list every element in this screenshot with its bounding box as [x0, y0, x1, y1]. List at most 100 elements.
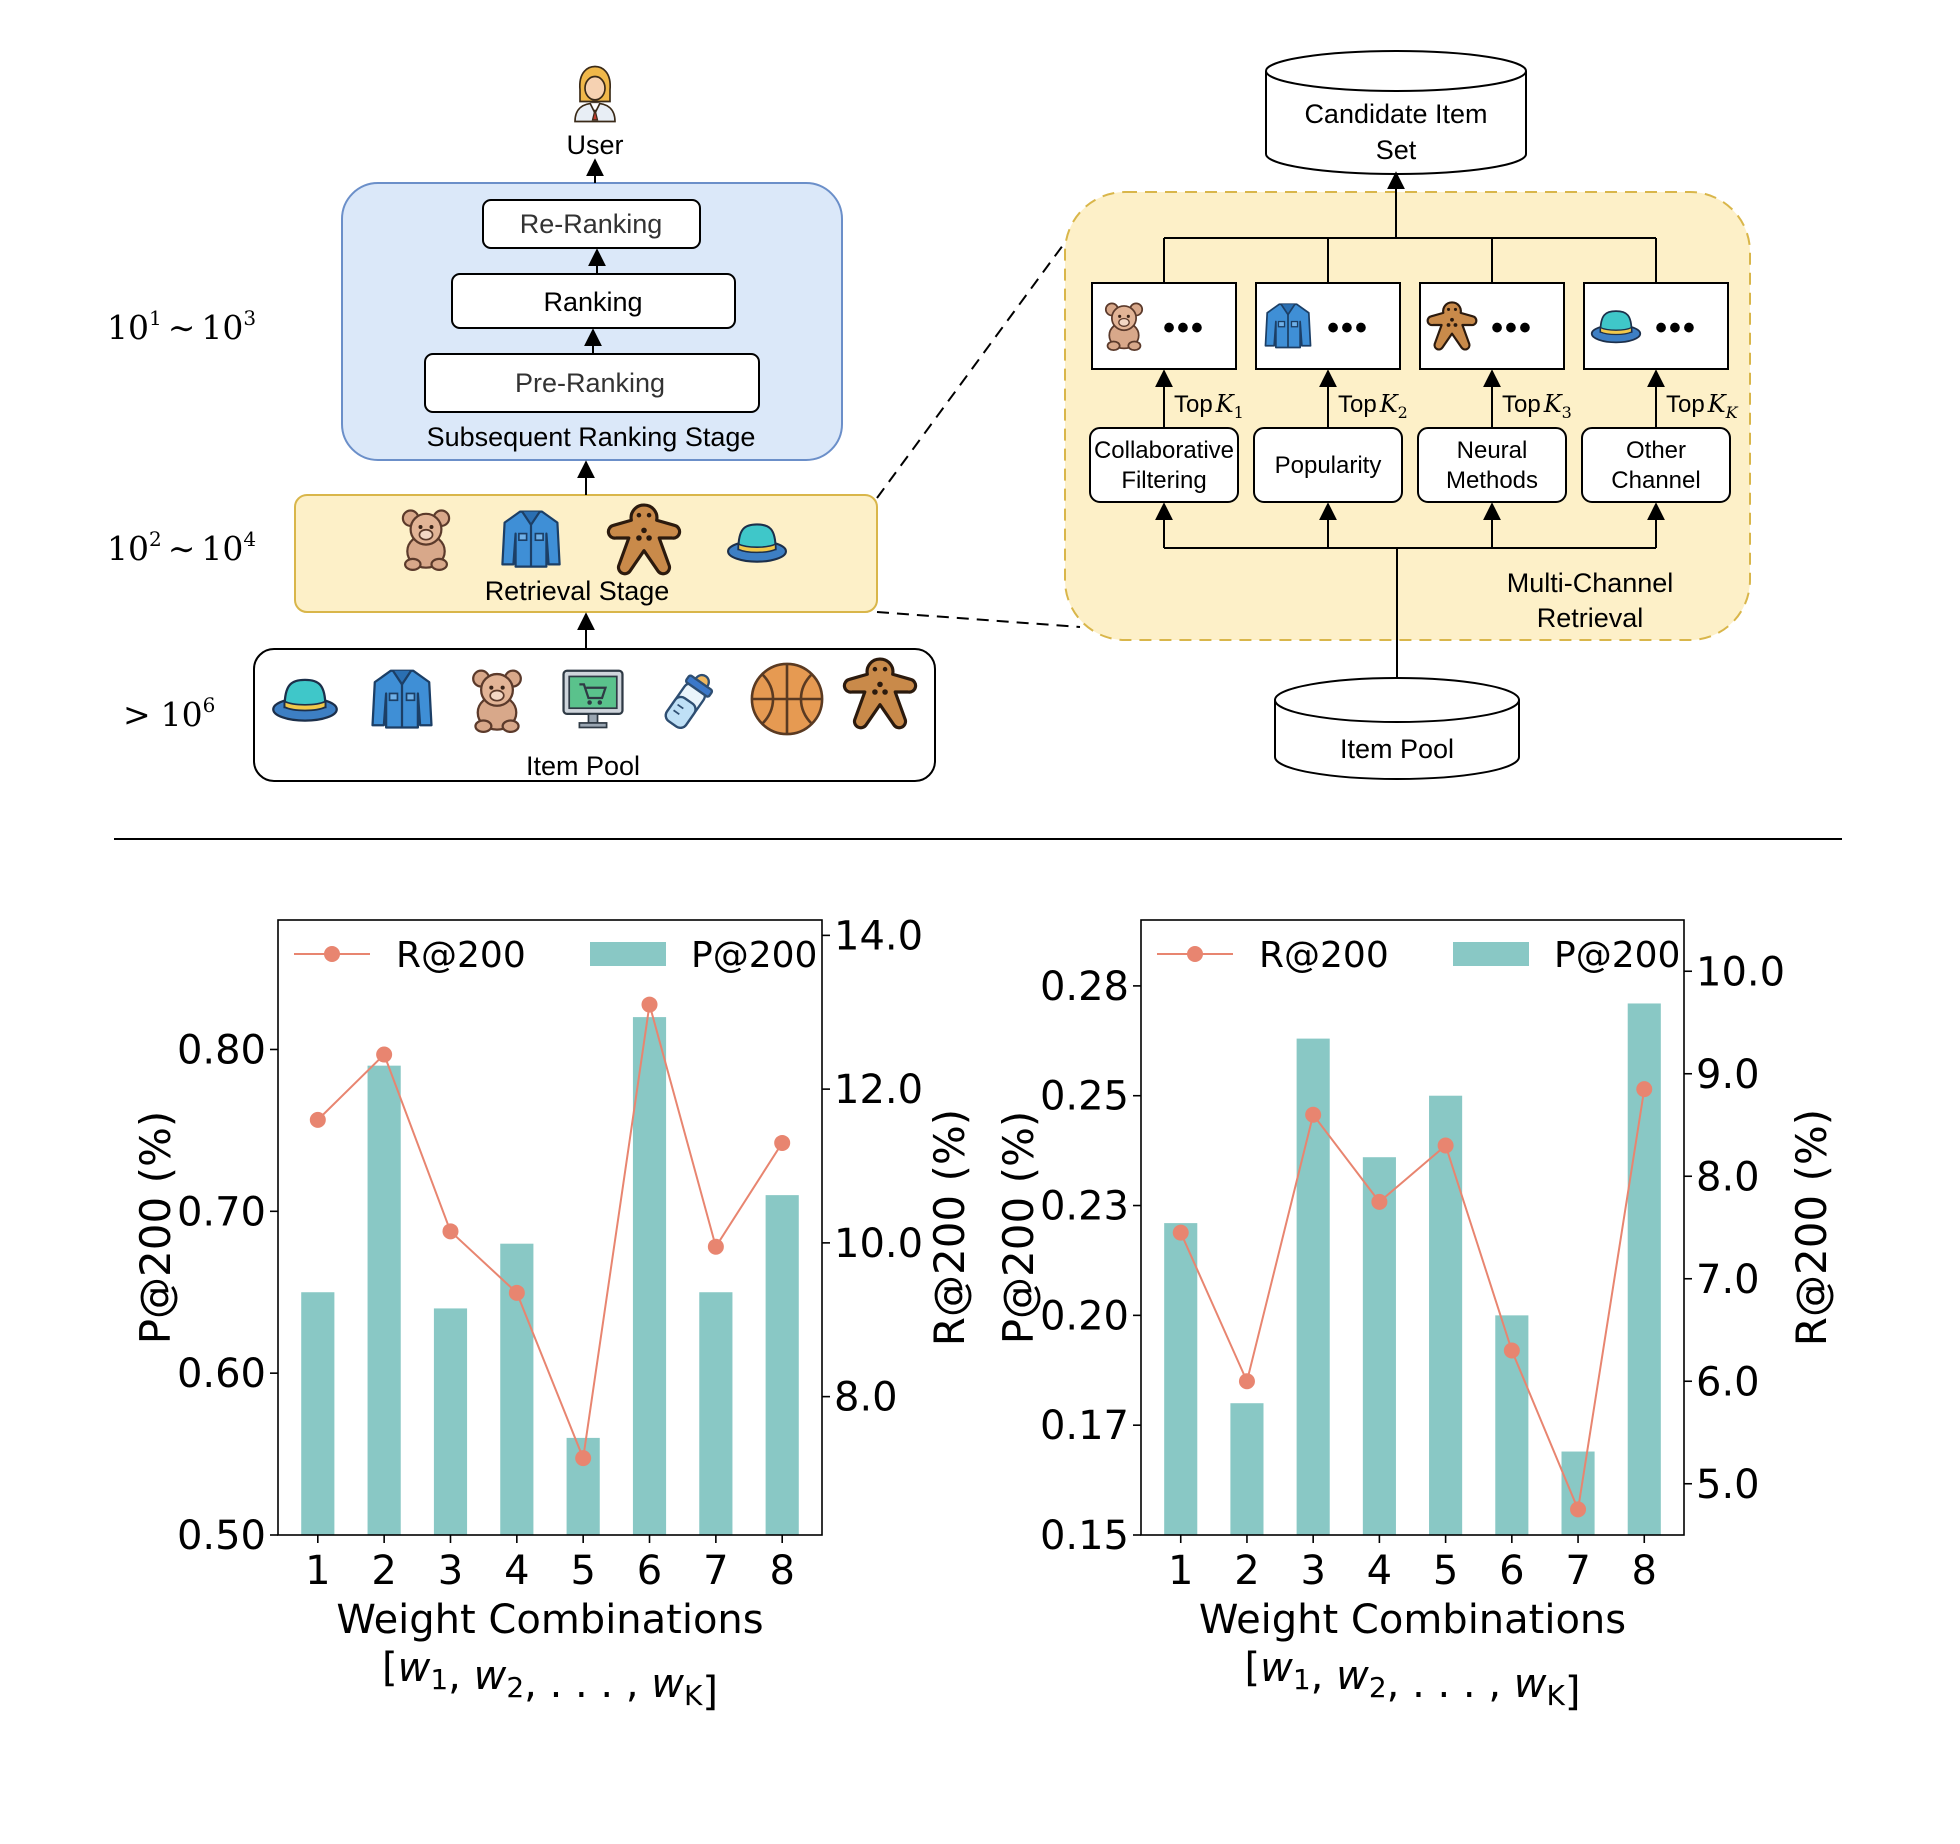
ytick-right-label: 7.0 [1696, 1257, 1760, 1303]
series-line [1179, 1088, 1646, 1514]
ytick-right-label: 5.0 [1696, 1462, 1760, 1508]
item-pool-cylinder-label: Item Pool [1340, 734, 1454, 764]
line-point [641, 996, 658, 1013]
channel-box [1253, 427, 1403, 503]
bar [433, 1308, 468, 1535]
ytick-right-label: 8.0 [834, 1375, 898, 1421]
plot-frame [277, 919, 823, 1536]
ytick-label: 0.70 [177, 1189, 266, 1235]
channel-label-line2: Filtering [1121, 467, 1206, 494]
y-axis-label: P@200 (%) [131, 1111, 180, 1345]
line-point [774, 1134, 791, 1151]
user-icon [573, 65, 617, 123]
channel-connectors [1155, 171, 1665, 678]
ellipsis-text: ••• [1327, 309, 1369, 347]
xtick-label: 2 [1234, 1548, 1259, 1594]
ellipsis-text: ••• [1655, 309, 1697, 347]
denim-jacket-icon [371, 669, 433, 729]
line-point [1570, 1501, 1587, 1518]
ranking-scale-label: 101∼103 [107, 306, 256, 347]
x-axis-label: Weight Combinations [1199, 1597, 1626, 1643]
ytick-right-label: 8.0 [1696, 1154, 1760, 1200]
ytick-right-label: 6.0 [1696, 1359, 1760, 1405]
ytick-label: 0.28 [1040, 964, 1129, 1010]
xtick-label: 8 [1632, 1548, 1657, 1594]
ytick-right-label: 12.0 [834, 1067, 923, 1113]
denim-jacket-icon [1264, 303, 1312, 349]
channel-label-line1: Neural [1457, 437, 1528, 464]
line-point [1437, 1137, 1454, 1154]
line-point [1371, 1193, 1388, 1210]
ytick-label: 0.80 [177, 1027, 266, 1073]
xtick-label: 4 [1367, 1548, 1392, 1594]
line-point [309, 1111, 326, 1128]
xtick-label: 8 [769, 1548, 794, 1594]
xtick-label: 2 [371, 1548, 396, 1594]
y-axis-right-label: R@200 (%) [925, 1109, 974, 1346]
bar [1429, 1095, 1463, 1535]
xtick-label: 3 [438, 1548, 463, 1594]
bar [301, 1292, 335, 1535]
plot-frame [1140, 919, 1685, 1536]
ellipsis-text: ••• [1163, 309, 1205, 347]
x-axis-label-sub: [w1, w2, . . . , wK] [382, 1645, 718, 1715]
reranking-label: Re-Ranking [520, 209, 663, 239]
denim-jacket-icon [501, 510, 561, 568]
ytick-label: 0.50 [177, 1513, 266, 1559]
xtick-label: 7 [1565, 1548, 1590, 1594]
xtick-label: 1 [305, 1548, 330, 1594]
bar [367, 1065, 401, 1535]
ytick-right-label: 10.0 [1696, 949, 1785, 995]
bar [1230, 1403, 1264, 1535]
line-point [442, 1223, 459, 1240]
bar [1362, 1157, 1396, 1535]
line-point [1305, 1106, 1322, 1123]
bar [1561, 1451, 1595, 1535]
ytick-right-label: 9.0 [1696, 1052, 1760, 1098]
topk-result-box [1419, 282, 1565, 370]
subsequent-ranking-title: Subsequent Ranking Stage [427, 422, 756, 452]
zoom-line-top [876, 221, 1081, 499]
ytick-label: 0.23 [1040, 1184, 1129, 1230]
bar [765, 1195, 799, 1535]
ytick-label: 0.17 [1040, 1403, 1129, 1449]
line-point [1503, 1342, 1520, 1359]
xtick-label: 6 [1499, 1548, 1524, 1594]
bar [632, 1017, 667, 1535]
item-pool-cylinder [1274, 677, 1520, 780]
ytick-label: 0.15 [1040, 1513, 1129, 1559]
chart-right: 0.150.170.200.230.250.285.06.07.08.09.01… [994, 919, 1836, 1715]
x-axis-label: Weight Combinations [336, 1597, 763, 1643]
channel-label-line1: Other [1626, 437, 1686, 464]
user-label: User [566, 130, 623, 160]
channel-label-line2: Methods [1446, 467, 1538, 494]
candidate-item-set-cylinder [1265, 50, 1527, 175]
legend-bar-label: P@200 [1554, 935, 1680, 976]
legend-bar-label: P@200 [691, 935, 817, 976]
xtick-label: 5 [1433, 1548, 1458, 1594]
preranking-label: Pre-Ranking [515, 368, 665, 398]
ellipsis-text: ••• [1491, 309, 1533, 347]
ytick-label: 0.60 [177, 1351, 266, 1397]
line-point [1636, 1081, 1653, 1098]
xtick-label: 4 [504, 1548, 529, 1594]
ytick-right-label: 10.0 [834, 1221, 923, 1267]
bar [699, 1292, 733, 1535]
ytick-right-label: 14.0 [834, 913, 923, 959]
x-axis-label-sub: [w1, w2, . . . , wK] [1245, 1645, 1581, 1715]
xtick-label: 3 [1300, 1548, 1325, 1594]
line-point [508, 1284, 525, 1301]
line-point [707, 1238, 724, 1255]
y-axis-label: P@200 (%) [994, 1111, 1043, 1345]
